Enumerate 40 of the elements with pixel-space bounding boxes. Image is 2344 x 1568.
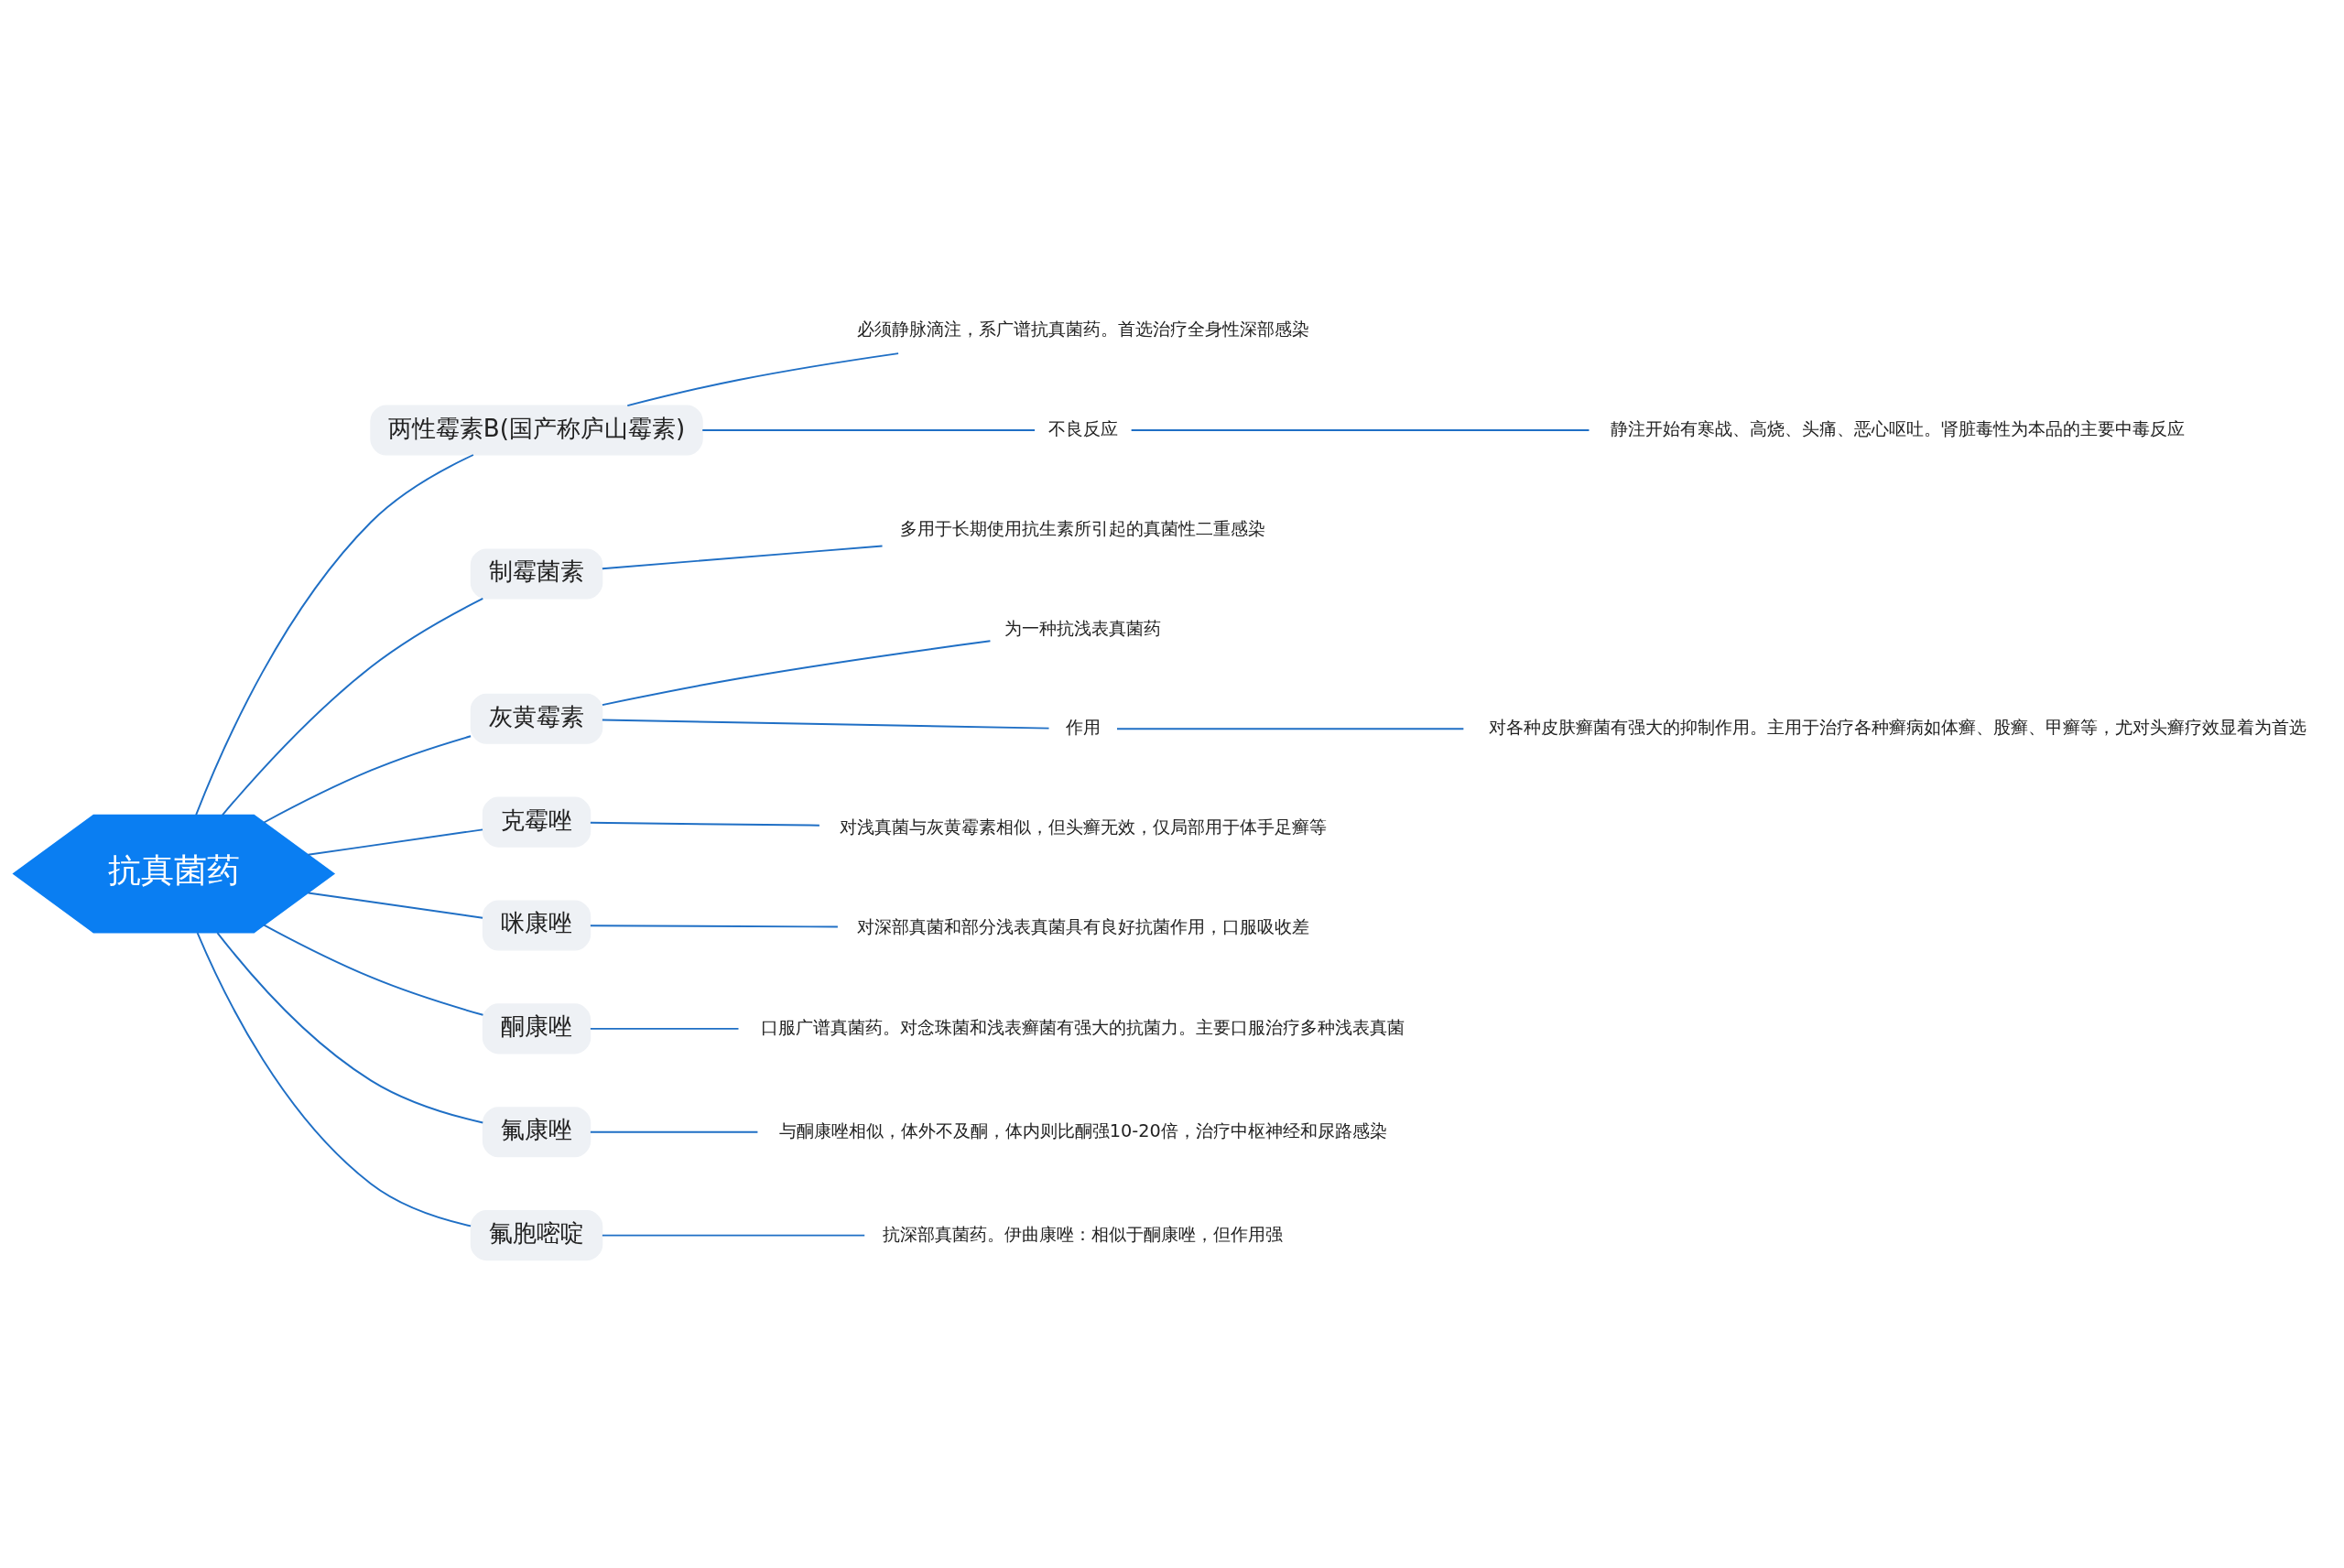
- connector: [601, 1234, 866, 1237]
- connector: [626, 352, 900, 407]
- connector: [1116, 728, 1465, 730]
- node-text: 抗深部真菌药。伊曲康唑：相似于酮康唑，但作用强: [883, 1223, 1284, 1245]
- connector: [601, 545, 884, 570]
- node-text: 必须静脉滴注，系广谱抗真菌药。首选治疗全身性深部感染: [856, 319, 1309, 341]
- node-box: 克霉唑: [482, 796, 591, 848]
- node-text: 对深部真菌和部分浅表真菌具有良好抗菌作用，口服吸收差: [856, 915, 1309, 937]
- connector: [196, 932, 472, 1227]
- connector: [589, 821, 820, 827]
- connector: [195, 454, 474, 816]
- connector: [307, 892, 484, 919]
- node-text: 为一种抗浅表真菌药: [1004, 617, 1162, 639]
- connector: [216, 932, 484, 1124]
- node-text: 对各种皮肤癣菌有强大的抑制作用。主用于治疗各种癣病如体癣、股癣、甲癣等，尤对头癣疗效显着为首选: [1488, 717, 2306, 739]
- connector: [601, 640, 992, 707]
- node-text: 作用: [1065, 717, 1101, 739]
- node-text: 不良反应: [1047, 418, 1118, 440]
- connector: [589, 1130, 759, 1133]
- node-box: 酮康唑: [482, 1003, 591, 1054]
- node-text: 口服广谱真菌药。对念珠菌和浅表癣菌有强大的抗菌力。主要口服治疗多种浅表真菌: [761, 1016, 1405, 1038]
- node-box: 灰黄霉素: [470, 693, 603, 744]
- connector: [1130, 429, 1590, 431]
- connector: [307, 828, 484, 856]
- node-box: 制霉菌素: [470, 548, 603, 600]
- connector: [222, 597, 484, 816]
- node-text: 多用于长期使用抗生素所引起的真菌性二重感染: [900, 517, 1266, 539]
- connector: [701, 429, 1036, 431]
- node-text: 静注开始有寒战、高烧、头痛、恶心呕吐。肾脏毒性为本品的主要中毒反应: [1610, 418, 2185, 440]
- node-box: 咪康唑: [482, 900, 591, 951]
- node-box: 氟康唑: [482, 1107, 591, 1158]
- connector: [589, 1027, 740, 1030]
- connector: [263, 924, 484, 1016]
- connector: [601, 719, 1050, 730]
- connector: [263, 735, 472, 824]
- node-box: 氟胞嘧啶: [470, 1210, 603, 1261]
- connector: [589, 925, 839, 928]
- node-text: 与酮康唑相似，体外不及酮，体内则比酮强10-20倍，治疗中枢神经和尿路感染: [778, 1119, 1387, 1141]
- node-box: 两性霉素B(国产称庐山霉素): [370, 405, 703, 456]
- node-text: 对浅真菌与灰黄霉素相似，但头癣无效，仅局部用于体手足癣等: [839, 816, 1327, 838]
